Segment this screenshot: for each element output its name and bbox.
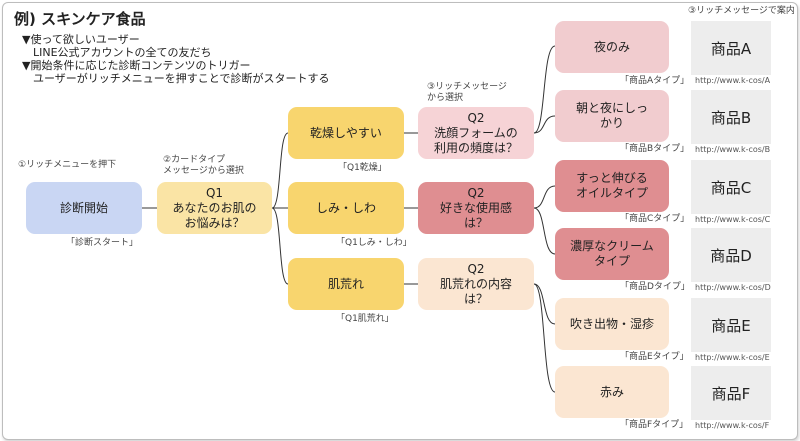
note-step3-top: ③リッチメッセージで案内 xyxy=(688,6,795,16)
answer-rough-node: 肌荒れ xyxy=(288,258,404,310)
start-caption: 「診断スタート」 xyxy=(66,238,139,248)
product-c-card: 商品C xyxy=(691,160,771,214)
answer-spot-caption: 「Q1しみ・しわ」 xyxy=(336,238,412,248)
connector-q1-answer-dry xyxy=(271,132,289,209)
connector-q1-answer-rough xyxy=(271,207,289,285)
note-step2: ②カードタイプ メッセージから選択 xyxy=(163,155,244,176)
type-f-caption: 「商品Fタイプ」 xyxy=(620,420,689,430)
product-c-url[interactable]: http://www.k-cos/C xyxy=(695,215,771,224)
product-d-url[interactable]: http://www.k-cos/D xyxy=(695,283,771,292)
type-a-caption: 「商品Aタイプ」 xyxy=(620,76,690,86)
connector-q2-type-d xyxy=(533,207,556,255)
answer-rough-caption: 「Q1肌荒れ」 xyxy=(336,314,394,324)
answer-dry-node: 乾燥しやすい xyxy=(288,107,404,159)
answer-spot-node: しみ・しわ xyxy=(288,182,404,234)
product-f-card: 商品F xyxy=(691,366,771,420)
product-d-card: 商品D xyxy=(691,228,771,282)
type-f-node: 赤み xyxy=(555,366,669,418)
connector-q2-type-b xyxy=(533,115,556,134)
type-b-caption: 「商品Bタイプ」 xyxy=(620,144,690,154)
connector-q2-type-c xyxy=(533,185,556,209)
type-c-caption: 「商品Cタイプ」 xyxy=(620,214,690,224)
type-c-node: すっと伸びる オイルタイプ xyxy=(555,160,669,212)
product-a-url[interactable]: http://www.k-cos/A xyxy=(695,76,771,85)
product-e-url[interactable]: http://www.k-cos/E xyxy=(695,353,770,362)
q2-rough-node: Q2 肌荒れの内容 は？ xyxy=(418,258,534,310)
intro-text: ▼使って欲しいユーザー LINE公式アカウントの全ての友だち ▼開始条件に応じた… xyxy=(22,33,330,85)
product-b-card: 商品B xyxy=(691,90,771,144)
connector-q2-type-e xyxy=(533,283,556,325)
type-e-node: 吹き出物・湿疹 xyxy=(555,298,669,350)
connector-q2-type-a xyxy=(533,45,556,134)
type-d-caption: 「商品Dタイプ」 xyxy=(620,282,690,292)
note-step3: ③リッチメッセージ から選択 xyxy=(427,82,507,103)
note-step1: ①リッチメニューを押下 xyxy=(18,160,117,170)
product-f-url[interactable]: http://www.k-cos/F xyxy=(695,421,770,430)
q2-spot-node: Q2 好きな使用感 は？ xyxy=(418,182,534,234)
connector-q2-type-f xyxy=(533,283,556,393)
start-node: 診断開始 xyxy=(26,182,142,234)
q1-node: Q1 あなたのお肌の お悩みは？ xyxy=(157,182,272,234)
type-e-caption: 「商品Eタイプ」 xyxy=(620,352,689,362)
product-b-url[interactable]: http://www.k-cos/B xyxy=(695,145,771,154)
answer-dry-caption: 「Q1乾燥」 xyxy=(338,163,387,173)
q2-dry-node: Q2 洗顔フォームの 利用の頻度は？ xyxy=(418,107,534,159)
type-b-node: 朝と夜にしっかり xyxy=(555,90,669,142)
type-a-node: 夜のみ xyxy=(555,21,669,73)
type-d-node: 濃厚なクリーム タイプ xyxy=(555,228,669,280)
page-title: 例) スキンケア食品 xyxy=(14,10,146,28)
product-a-card: 商品A xyxy=(691,21,771,75)
product-e-card: 商品E xyxy=(691,298,771,352)
